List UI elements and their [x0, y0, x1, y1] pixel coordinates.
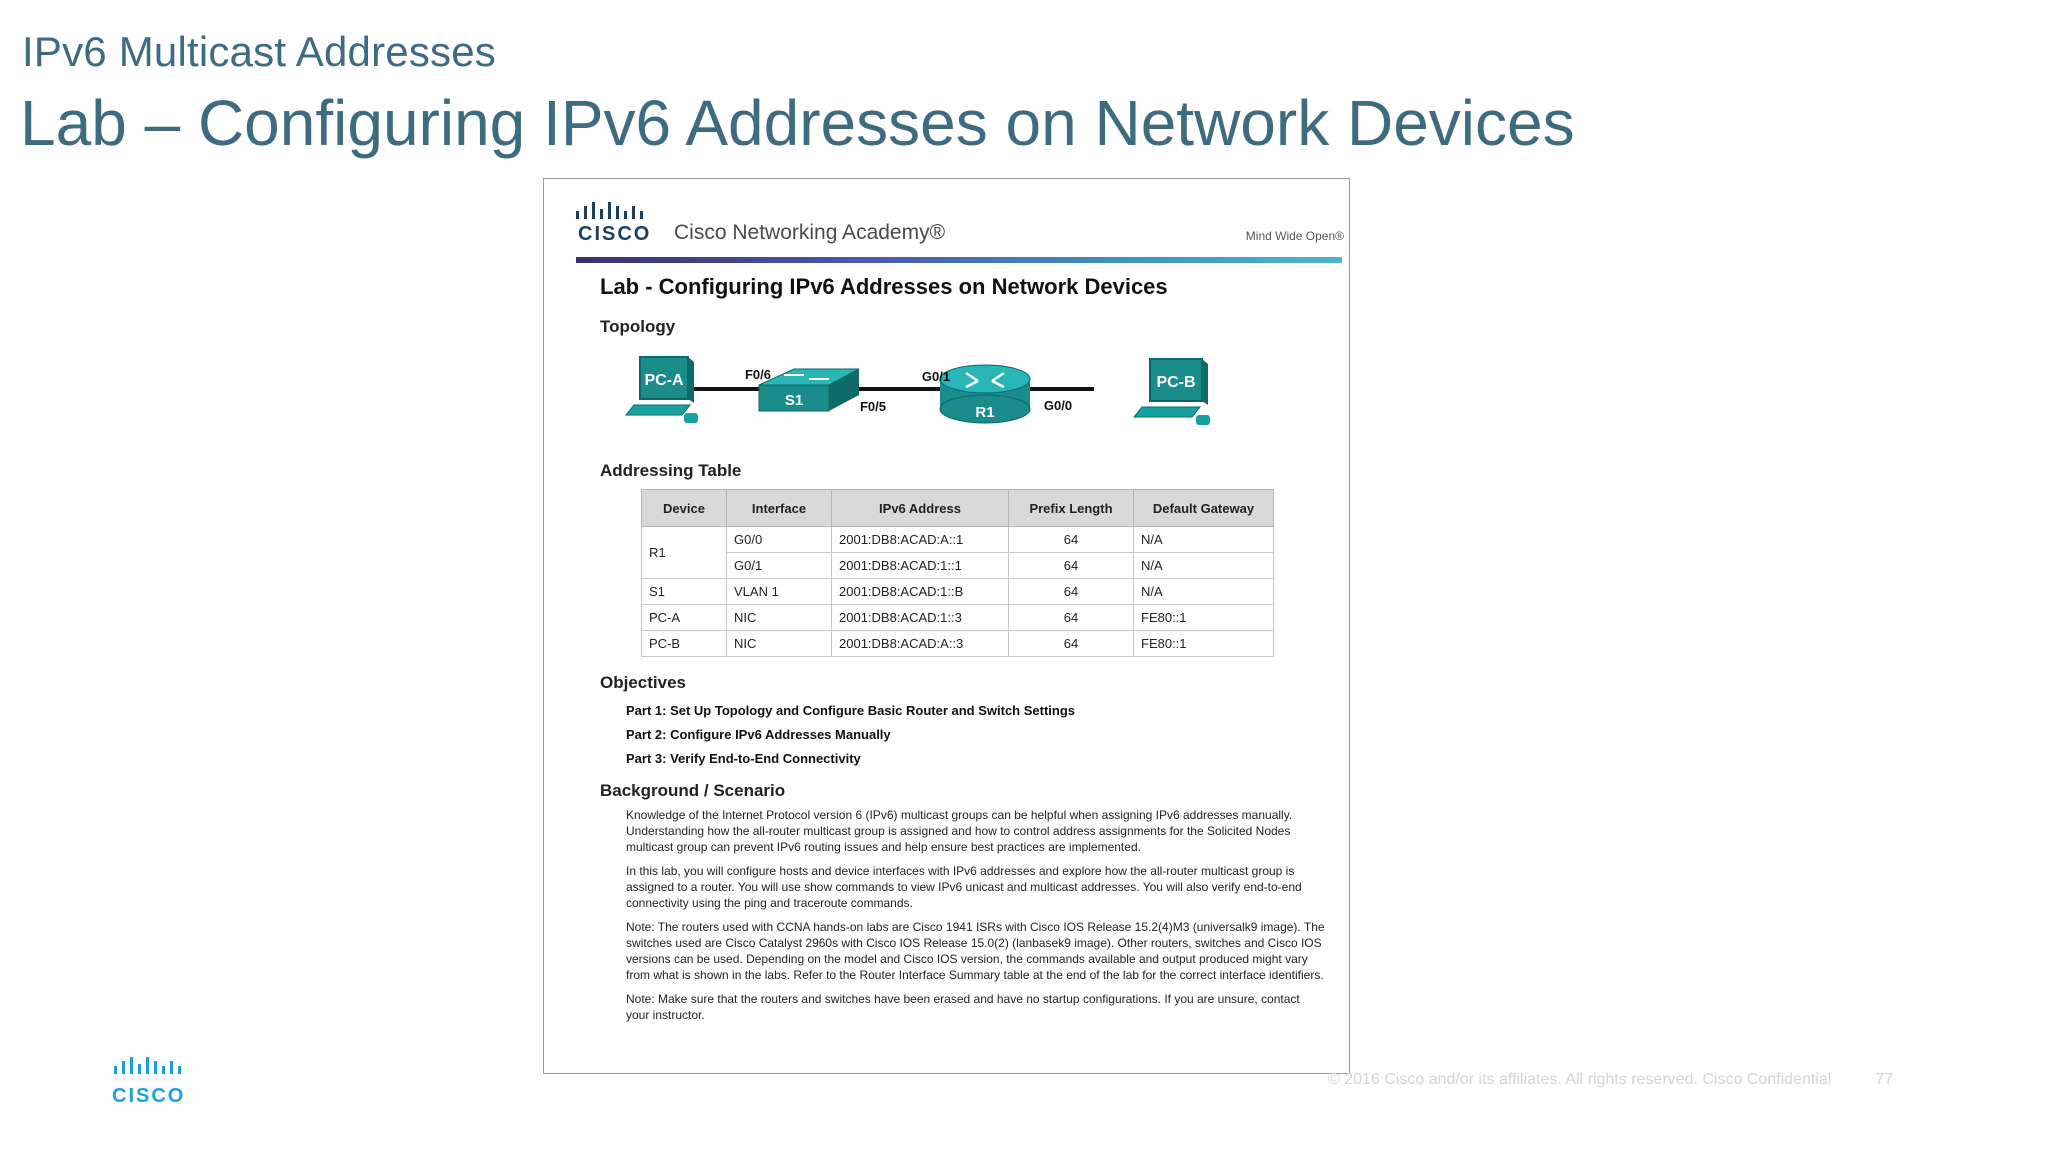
footer-text: © 2016 Cisco and/or its affiliates. All … [1328, 1071, 1893, 1089]
cisco-wordmark: CISCO [578, 223, 652, 245]
cell-default-gateway: N/A [1133, 526, 1274, 553]
cell-ipv6-address: 2001:DB8:ACAD:1::3 [831, 604, 1009, 631]
slide-title: Lab – Configuring IPv6 Addresses on Netw… [20, 87, 1575, 159]
cell-interface: G0/0 [726, 526, 832, 553]
document-header: CISCO Cisco Networking Academy® Mind Wid… [574, 201, 1344, 245]
cell-ipv6-address: 2001:DB8:ACAD:1::B [831, 578, 1009, 605]
background-paragraph: Note: The routers used with CCNA hands-o… [626, 920, 1325, 982]
objectives-heading: Objectives [600, 673, 686, 692]
cell-device: S1 [641, 578, 727, 605]
document-title: Lab - Configuring IPv6 Addresses on Netw… [600, 274, 1168, 299]
cell-interface: G0/1 [726, 552, 832, 579]
cell-interface: VLAN 1 [726, 578, 832, 605]
s1-label: S1 [785, 392, 803, 409]
topology-diagram: PC-A S1 R1 PC-B F0/6 F0/5 G0/1 G0/0 [624, 356, 1210, 425]
cell-default-gateway: FE80::1 [1133, 630, 1274, 657]
slide-subtitle: IPv6 Multicast Addresses [22, 28, 496, 75]
pc-a-icon [624, 356, 698, 423]
interface-g00-label: G0/0 [1044, 398, 1072, 413]
objective-item: Part 2: Configure IPv6 Addresses Manuall… [626, 727, 891, 742]
interface-f06-label: F0/6 [745, 367, 771, 382]
cell-prefix-length: 64 [1008, 578, 1134, 605]
cell-interface: NIC [726, 604, 832, 631]
cell-device: PC-B [641, 630, 727, 657]
addressing-table: Device Interface IPv6 Address Prefix Len… [641, 489, 1274, 657]
cell-prefix-length: 64 [1008, 526, 1134, 553]
pc-b-label: PC-B [1156, 374, 1195, 391]
header-rule [576, 257, 1342, 263]
cell-ipv6-address: 2001:DB8:ACAD:A::1 [831, 526, 1009, 553]
switch-s1-icon [758, 368, 860, 412]
page-number: 77 [1875, 1071, 1894, 1088]
objective-item: Part 3: Verify End-to-End Connectivity [626, 751, 861, 766]
router-r1-icon [939, 364, 1031, 424]
topology-heading: Topology [600, 317, 676, 336]
tagline: Mind Wide Open® [1245, 229, 1344, 243]
column-header-device: Device [641, 489, 727, 527]
lab-document-image: CISCO Cisco Networking Academy® Mind Wid… [543, 178, 1350, 1074]
column-header-prefix-length: Prefix Length [1008, 489, 1134, 527]
background-heading: Background / Scenario [600, 781, 786, 800]
cell-default-gateway: FE80::1 [1133, 604, 1274, 631]
cell-default-gateway: N/A [1133, 552, 1274, 579]
background-text: Knowledge of the Internet Protocol versi… [626, 807, 1326, 1031]
cell-prefix-length: 64 [1008, 630, 1134, 657]
cell-prefix-length: 64 [1008, 552, 1134, 579]
cell-default-gateway: N/A [1133, 578, 1274, 605]
cell-device: R1 [641, 526, 727, 579]
copyright-notice: © 2016 Cisco and/or its affiliates. All … [1328, 1071, 1832, 1088]
pc-b-icon [1132, 358, 1210, 425]
cell-device: PC-A [641, 604, 727, 631]
table-row: PC-A NIC 2001:DB8:ACAD:1::3 64 FE80::1 [641, 604, 1274, 631]
interface-g01-label: G0/1 [922, 369, 950, 384]
column-header-default-gateway: Default Gateway [1133, 489, 1274, 527]
footer-cisco-wordmark: CISCO [112, 1085, 186, 1107]
objective-item: Part 1: Set Up Topology and Configure Ba… [626, 703, 1076, 718]
cell-prefix-length: 64 [1008, 604, 1134, 631]
cisco-logo-icon [576, 202, 643, 219]
pc-a-label: PC-A [644, 372, 684, 389]
background-paragraph: Note: Make sure that the routers and swi… [626, 992, 1300, 1022]
table-row: G0/1 2001:DB8:ACAD:1::1 64 N/A [642, 552, 1274, 579]
background-paragraph: Knowledge of the Internet Protocol versi… [626, 808, 1293, 854]
column-header-ipv6-address: IPv6 Address [831, 489, 1009, 527]
academy-name: Cisco Networking Academy® [674, 221, 946, 244]
background-paragraph: In this lab, you will configure hosts an… [626, 864, 1302, 910]
table-row: PC-B NIC 2001:DB8:ACAD:A::3 64 FE80::1 [641, 630, 1274, 657]
table-header-row: Device Interface IPv6 Address Prefix Len… [641, 489, 1274, 527]
table-row: S1 VLAN 1 2001:DB8:ACAD:1::B 64 N/A [641, 578, 1274, 605]
cell-interface: NIC [726, 630, 832, 657]
addressing-heading: Addressing Table [600, 461, 742, 480]
objectives-list: Part 1: Set Up Topology and Configure Ba… [626, 699, 1075, 771]
column-header-interface: Interface [726, 489, 832, 527]
table-row: R1 G0/0 2001:DB8:ACAD:A::1 64 N/A [641, 526, 1274, 579]
cell-ipv6-address: 2001:DB8:ACAD:A::3 [831, 630, 1009, 657]
footer-cisco-logo: CISCO [112, 1056, 194, 1108]
r1-label: R1 [975, 404, 994, 421]
cell-ipv6-address: 2001:DB8:ACAD:1::1 [831, 552, 1009, 579]
interface-f05-label: F0/5 [860, 399, 886, 414]
cisco-logo-icon [114, 1057, 181, 1074]
